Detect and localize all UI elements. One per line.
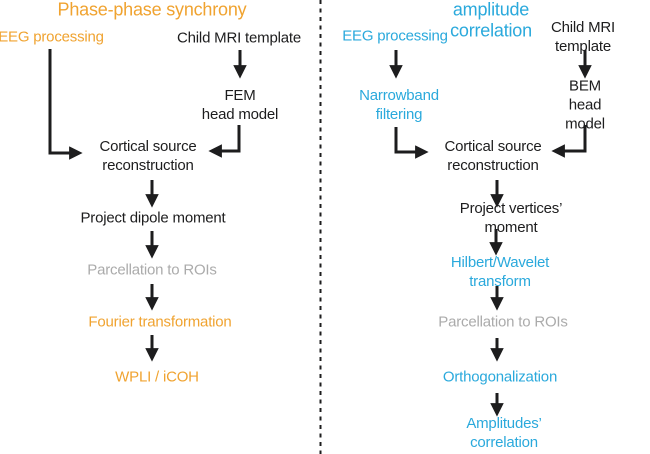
arrow-eeg-to-cortical-elbow [48,49,83,160]
right-bem-head-model-node: BEM head model [565,77,605,133]
left-child-mri-template-node: Child MRI template [177,29,301,47]
right-project-vertices-moment-node: Project vertices’ moment [459,200,563,236]
right-amplitudes-correlation-node: Amplitudes’ correlation [466,415,542,451]
left-panel-title: Phase-phase synchrony [57,0,247,20]
left-eeg-processing-node: EEG processing [0,28,104,46]
arrow-fem-to-cortical-elbow [208,125,241,158]
left-wpli-icoh-node: WPLI / iCOH [115,368,199,386]
right-parcellation-to-rois-node: Parcellation to ROIs [438,313,568,331]
left-fourier-transformation-node: Fourier transformation [88,313,232,331]
right-hilbert-wavelet-transform-node: Hilbert/Wavelet transform [450,254,550,290]
left-parcellation-to-rois-node: Parcellation to ROIs [87,261,217,279]
arrow-bem-to-cortical-elbow [551,125,587,158]
right-orthogonalization-node: Orthogonalization [442,368,558,386]
right-child-mri-template-node: Child MRI template [550,19,616,55]
right-panel-title: Amplitude-amplitude correlation [450,0,532,41]
left-project-dipole-moment-node: Project dipole moment [80,209,226,227]
left-fem-head-model-node: FEM head model [201,87,279,123]
right-cortical-source-reconstruction-node: Cortical source reconstruction [444,138,542,174]
arrow-narrowband-to-cortical-elbow [394,127,429,159]
left-cortical-source-reconstruction-node: Cortical source reconstruction [99,138,197,174]
right-narrowband-filtering-node: Narrowband filtering [359,87,439,123]
right-eeg-processing-node: EEG processing [342,27,448,45]
